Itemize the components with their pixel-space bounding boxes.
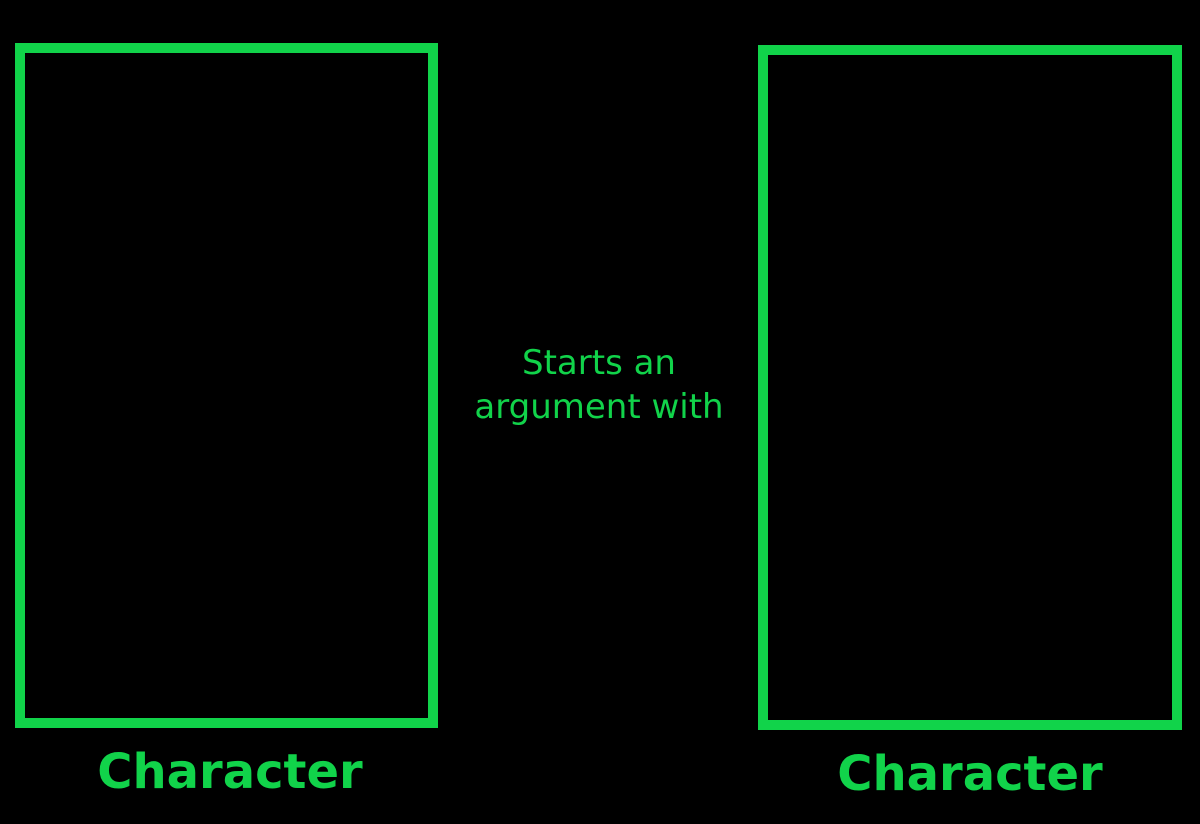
right-character-frame [758, 45, 1182, 730]
relation-text: Starts an argument with [450, 341, 748, 429]
right-character-caption: Character [837, 746, 1103, 802]
left-character-frame [15, 43, 438, 728]
relation-text-line-1: Starts an [522, 343, 676, 383]
left-character-caption: Character [97, 744, 363, 800]
relation-text-line-2: argument with [474, 387, 724, 427]
